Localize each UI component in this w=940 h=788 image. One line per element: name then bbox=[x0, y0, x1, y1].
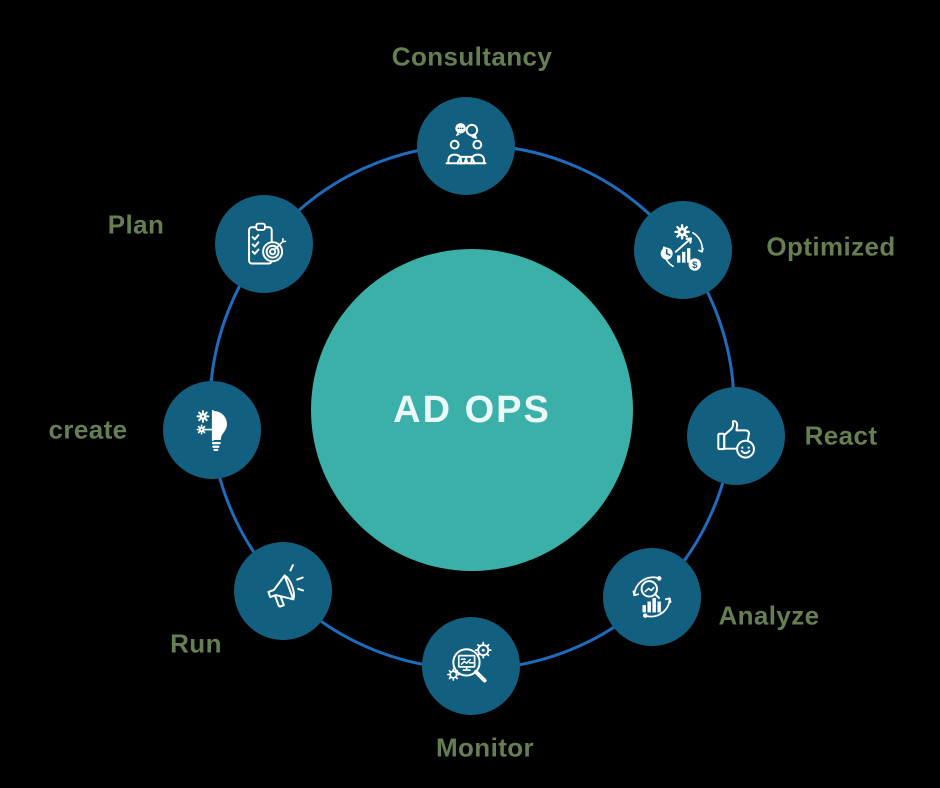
label-analyze: Analyze bbox=[718, 600, 820, 631]
label-optimized: Optimized bbox=[766, 231, 896, 262]
node-run bbox=[234, 542, 332, 640]
node-consultancy bbox=[417, 97, 515, 195]
people-chat-icon bbox=[445, 123, 487, 165]
center-title: AD OPS bbox=[393, 388, 551, 431]
magnifier-bars-cycle-icon bbox=[632, 576, 672, 618]
node-plan bbox=[215, 195, 313, 293]
node-react bbox=[687, 387, 785, 485]
label-consultancy: Consultancy bbox=[391, 41, 553, 72]
thumbs-up-smiley-icon bbox=[717, 420, 755, 459]
node-create bbox=[163, 381, 261, 479]
svg-text:$: $ bbox=[692, 260, 698, 271]
lightbulb-gears-icon bbox=[196, 409, 227, 452]
label-run: Run bbox=[170, 628, 222, 659]
label-monitor: Monitor bbox=[435, 732, 535, 763]
node-monitor bbox=[422, 617, 520, 715]
node-optimized: $ bbox=[634, 201, 732, 299]
magnifier-screen-gears-icon bbox=[447, 641, 492, 683]
label-react: React bbox=[804, 420, 878, 451]
label-plan: Plan bbox=[107, 209, 165, 240]
gear-chart-dollar-icon: $ bbox=[660, 224, 704, 271]
center-circle: AD OPS bbox=[311, 249, 633, 571]
clipboard-checklist-target-icon bbox=[248, 222, 287, 265]
node-analyze bbox=[603, 548, 701, 646]
label-create: create bbox=[48, 414, 128, 445]
megaphone-icon bbox=[267, 564, 305, 608]
